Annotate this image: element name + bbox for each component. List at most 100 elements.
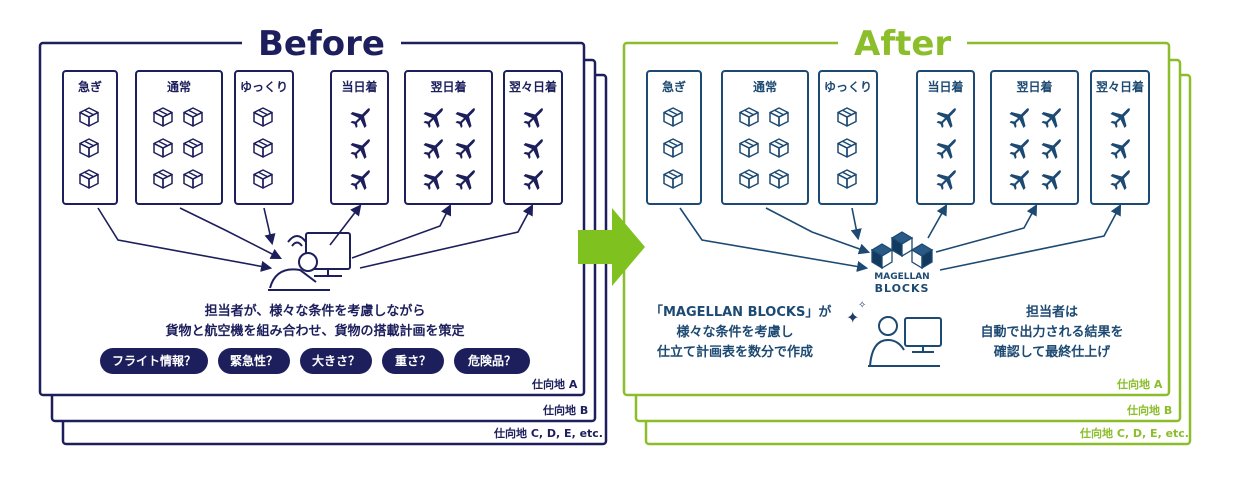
package-box-icon [152,168,174,194]
after-right-line-3: 確認して最終仕上げ [993,345,1111,360]
before-category-urgent: 急ぎ [62,70,118,205]
package-box-icon [78,106,100,132]
after-category-label: 当日着 [927,80,964,94]
airplane-icon [521,168,545,196]
after-category-label: ゆっくり [823,80,872,94]
package-box-icon [662,168,684,194]
airplane-icon [1007,106,1031,134]
package-box-icon [252,137,274,163]
airplane-icon [1108,106,1132,134]
before-connector-5 [351,203,452,259]
after-right-description: 担当者は 自動で出力される結果を 確認して最終仕上げ [962,303,1142,363]
package-box-icon [182,106,204,132]
tag-pill-weight: 重さ？ [382,348,444,374]
magellan-logo-line-2: BLOCKS [874,282,930,295]
after-left-line-3: 仕立て計画表を数分で作成 [656,345,813,360]
tag-pill-flight-info: フライト情報？ [100,348,208,374]
airplane-icon [1039,137,1063,165]
airplane-icon [421,168,445,196]
after-destination-b-label: 仕向地 B [1127,404,1173,417]
package-box-icon [768,168,790,194]
before-category-next-day: 翌日着 [404,70,493,205]
before-connector-6 [359,204,534,269]
package-box-icon [738,168,760,194]
before-destination-a-label: 仕向地 A [532,378,578,391]
sparkle-icon: ✦ [846,308,860,327]
after-left-line-2: 様々な条件を考慮し [676,325,794,340]
before-destination-b-label: 仕向地 B [543,404,589,417]
package-box-icon [252,168,274,194]
airplane-icon [1039,106,1063,134]
before-category-normal: 通常 [135,70,223,205]
after-heading: After [838,22,968,66]
airplane-icon [348,168,372,196]
airplane-icon [453,106,477,134]
airplane-icon [934,106,958,134]
after-left-description: 「MAGELLAN BLOCKS」が 様々な条件を考慮し 仕立て計画表を数分で作… [650,303,831,363]
before-category-slow: ゆっくり [234,70,294,205]
after-category-label: 翌日着 [1016,80,1053,94]
after-category-label: 翌々日着 [1095,80,1144,94]
airplane-icon [453,168,477,196]
after-connector-5 [935,204,1038,253]
before-connector-3 [263,207,276,246]
airplane-icon [348,106,372,134]
after-category-label: 急ぎ [661,80,686,94]
airplane-icon [348,137,372,165]
package-box-icon [836,106,858,132]
after-destination-a-label: 仕向地 A [1117,378,1163,391]
airplane-icon [1039,168,1063,196]
after-category-next-day: 翌日着 [990,70,1079,205]
airplane-icon [1108,137,1132,165]
before-description-line-1: 担当者が、様々な条件を考慮しながら [204,304,426,319]
airplane-icon [934,168,958,196]
after-right-line-2: 自動で出力される結果を [980,325,1124,340]
package-box-icon [836,137,858,163]
airplane-icon [421,137,445,165]
before-category-label: 通常 [166,80,191,94]
after-connector-3 [850,207,862,241]
transition-arrow [578,208,645,286]
after-connector-1 [679,207,869,273]
magellan-logo-line-1: MAGELLAN [874,272,930,282]
tag-pill-urgency: 緊急性？ [218,348,290,374]
airplane-icon [934,137,958,165]
package-box-icon [78,168,100,194]
before-category-label: 急ぎ [77,80,102,94]
before-connector-1 [97,207,273,272]
package-box-icon [152,137,174,163]
package-box-icon [78,137,100,163]
after-destination-cde-label: 仕向地 C, D, E, etc. [1080,427,1189,440]
before-destination-cde-label: 仕向地 C, D, E, etc. [494,427,603,440]
airplane-icon [421,106,445,134]
worker-at-computer-icon [868,316,942,367]
before-category-same-day: 当日着 [330,70,389,205]
after-connector-4 [927,204,948,239]
after-right-line-1: 担当者は [1025,305,1078,320]
after-category-label: 通常 [752,80,777,94]
after-connector-2 [765,207,871,255]
sparkle-icon: ✧ [858,300,867,311]
airplane-icon [1007,137,1031,165]
stressed-worker-at-computer-icon [268,232,351,291]
after-category-two-day: 翌々日着 [1090,70,1150,205]
before-description: 担当者が、様々な条件を考慮しながら 貨物と航空機を組み合わせ、貨物の搭載計画を策… [100,302,530,342]
before-category-two-day: 翌々日着 [503,70,563,205]
before-description-line-2: 貨物と航空機を組み合わせ、貨物の搭載計画を策定 [165,324,465,339]
package-box-icon [152,106,174,132]
after-category-urgent: 急ぎ [646,70,702,205]
package-box-icon [738,137,760,163]
package-box-icon [836,168,858,194]
airplane-icon [1007,168,1031,196]
package-box-icon [182,168,204,194]
after-category-same-day: 当日着 [916,70,975,205]
before-category-label: 翌日着 [430,80,467,94]
package-box-icon [662,106,684,132]
before-category-label: ゆっくり [239,80,288,94]
package-box-icon [768,137,790,163]
airplane-icon [453,137,477,165]
before-connector-2 [179,207,282,260]
airplane-icon [1108,168,1132,196]
after-category-slow: ゆっくり [818,70,878,205]
